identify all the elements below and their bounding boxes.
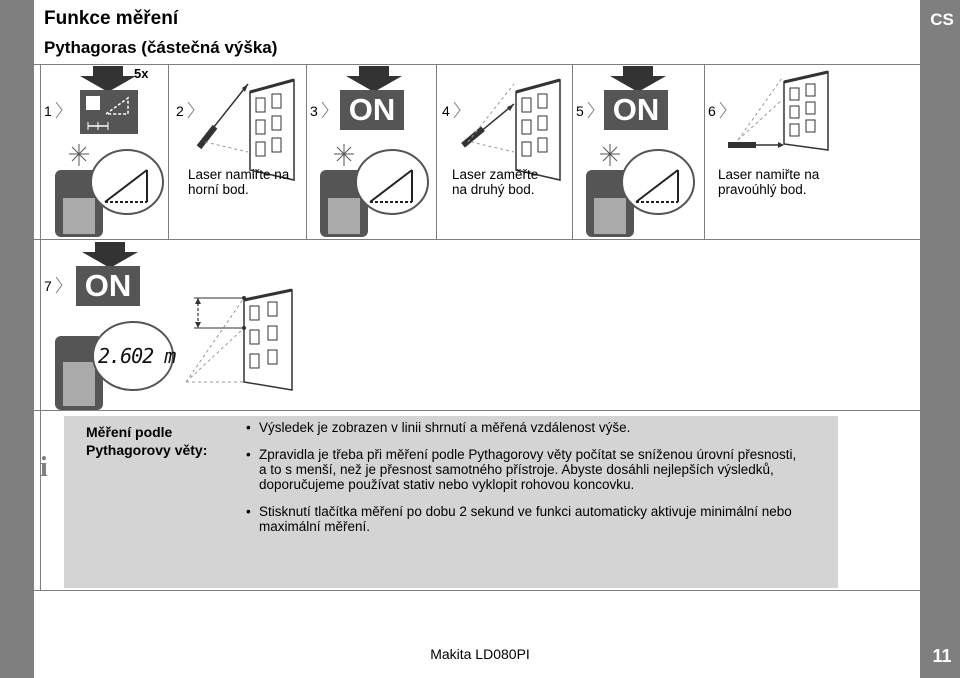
press-arrow-icon <box>346 66 402 92</box>
chevron-right-icon <box>587 101 595 119</box>
device-display-icon <box>55 144 164 237</box>
divider <box>704 64 705 240</box>
page-title: Funkce měření <box>44 8 179 29</box>
divider <box>40 239 41 411</box>
laser-top-point-icon <box>196 78 295 181</box>
info-box <box>64 416 838 588</box>
chevron-right-icon <box>321 101 329 119</box>
footer-model: Makita LD080PI <box>430 646 530 662</box>
info-bullet: Zpravidla je třeba při měření podle Pyth… <box>246 447 806 492</box>
device-display-icon <box>320 144 429 237</box>
on-button[interactable]: ON <box>340 90 404 130</box>
chevron-right-icon <box>55 101 63 119</box>
press-count-badge: 5x <box>134 66 149 81</box>
divider <box>572 64 573 240</box>
divider <box>34 64 920 65</box>
chevron-right-icon <box>453 101 461 119</box>
left-sidebar-bar <box>0 0 34 678</box>
language-tag: CS <box>930 10 954 29</box>
display-readout: 2.602 m <box>98 344 176 368</box>
info-bullet: Stisknutí tlačítka měření po dobu 2 seku… <box>246 504 806 534</box>
chevron-right-icon <box>55 276 63 294</box>
partial-height-diagram-icon <box>185 288 293 391</box>
info-bullet-list: Výsledek je zobrazen v linii shrnutí a m… <box>246 420 806 546</box>
step-number: 3 <box>310 103 318 119</box>
press-arrow-icon <box>610 66 666 92</box>
chevron-right-icon <box>719 101 727 119</box>
divider <box>34 410 920 411</box>
step-number: 6 <box>708 103 716 119</box>
info-bullet: Výsledek je zobrazen v linii shrnutí a m… <box>246 420 806 435</box>
divider <box>436 64 437 240</box>
divider <box>306 64 307 240</box>
step-caption: Laser namiřte na horní bod. <box>188 167 290 197</box>
step-number: 4 <box>442 103 450 119</box>
page-subtitle: Pythagoras (částečná výška) <box>44 38 278 57</box>
divider <box>168 64 169 240</box>
step-number: 1 <box>44 103 52 119</box>
laser-right-angle-point-icon <box>728 70 829 151</box>
laser-second-point-icon <box>461 78 561 181</box>
step-number: 5 <box>576 103 584 119</box>
on-button[interactable]: ON <box>76 266 140 306</box>
step-caption: Laser zaměřte na druhý bod. <box>452 167 539 197</box>
divider <box>34 590 920 591</box>
info-heading: Měření podle Pythagorovy věty: <box>86 424 208 458</box>
step-number: 7 <box>44 278 52 294</box>
press-arrow-icon <box>80 66 136 92</box>
divider <box>34 239 920 240</box>
press-arrow-icon <box>82 242 138 268</box>
right-sidebar-bar <box>920 0 960 678</box>
divider <box>40 64 41 240</box>
chevron-right-icon <box>187 101 195 119</box>
info-icon: i <box>40 452 48 483</box>
page-number: 11 <box>932 646 952 666</box>
on-button[interactable]: ON <box>604 90 668 130</box>
device-display-icon <box>586 144 695 237</box>
divider <box>40 410 41 590</box>
step-caption: Laser namiřte na pravoúhlý bod. <box>718 167 820 197</box>
device-result-icon <box>55 321 174 410</box>
step-number: 2 <box>176 103 184 119</box>
pythagoras-mode-icon <box>80 90 138 134</box>
